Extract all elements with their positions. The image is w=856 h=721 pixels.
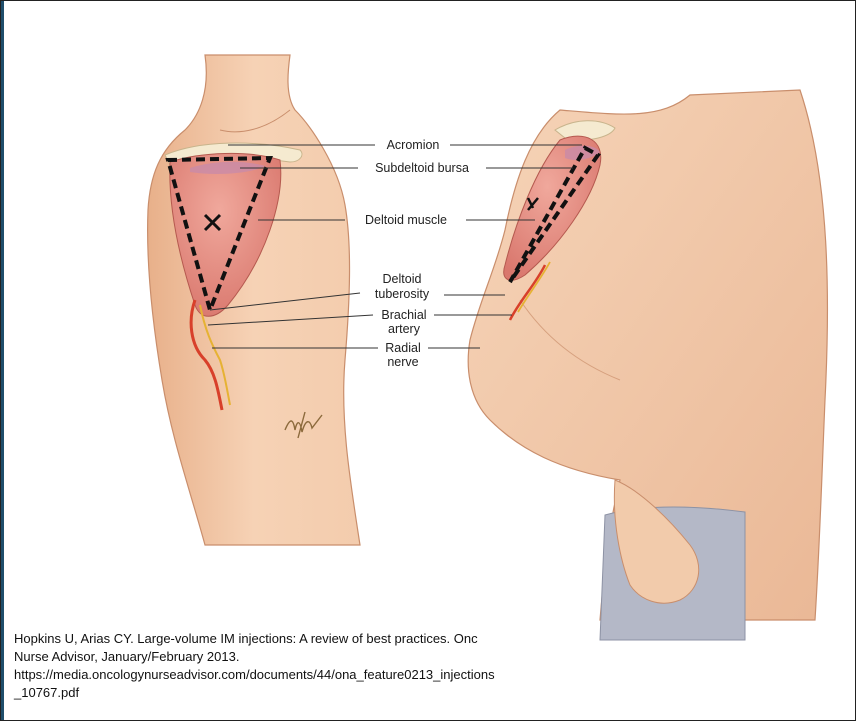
citation: Hopkins U, Arias CY. Large-volume IM inj… xyxy=(14,630,634,702)
left-figure xyxy=(148,55,360,545)
label-brachial-artery-line1: Brachial xyxy=(381,308,426,322)
label-deltoid-tuberosity-line2: tuberosity xyxy=(375,287,430,301)
citation-line-3: https://media.oncologynurseadvisor.com/d… xyxy=(14,666,634,684)
label-radial-nerve-line1: Radial xyxy=(385,341,420,355)
label-deltoid-tuberosity-line1: Deltoid xyxy=(383,272,422,286)
anatomy-labels: Acromion Subdeltoid bursa Deltoid muscle… xyxy=(365,138,469,369)
label-radial-nerve-line2: nerve xyxy=(387,355,418,369)
citation-line-1: Hopkins U, Arias CY. Large-volume IM inj… xyxy=(14,630,634,648)
label-subdeltoid-bursa: Subdeltoid bursa xyxy=(375,161,469,175)
label-deltoid-muscle: Deltoid muscle xyxy=(365,213,447,227)
citation-line-2: Nurse Advisor, January/February 2013. xyxy=(14,648,634,666)
label-brachial-artery-line2: artery xyxy=(388,322,421,336)
citation-line-4: _10767.pdf xyxy=(14,684,634,702)
label-acromion: Acromion xyxy=(387,138,440,152)
left-figure-body xyxy=(148,55,360,545)
right-figure xyxy=(468,90,827,640)
